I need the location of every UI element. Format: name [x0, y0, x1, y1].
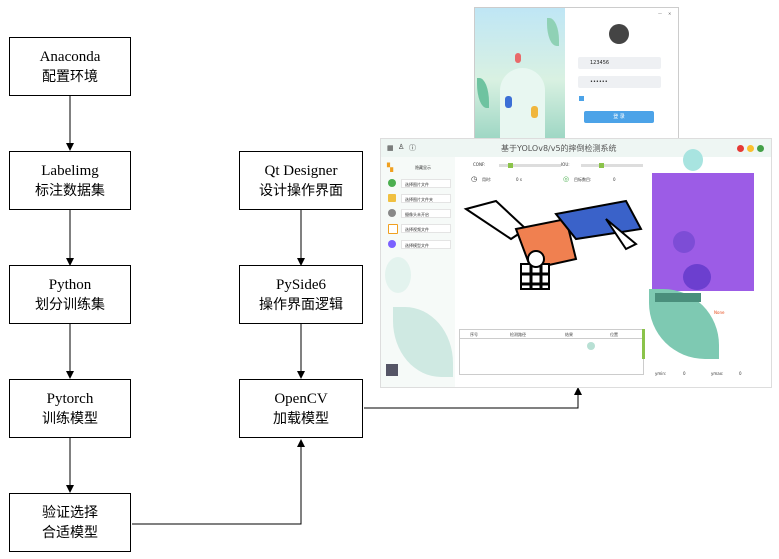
menu-item-image-folder[interactable]: 选择图片文件夹: [401, 194, 451, 203]
step-labelimg-desc: 标注数据集: [35, 182, 105, 199]
avatar: [609, 24, 629, 44]
login-close-icon[interactable]: ✕: [668, 11, 672, 16]
step-qtdesigner: Qt Designer 设计操作界面: [239, 151, 363, 210]
step-pyside6-title: PySide6: [275, 276, 326, 293]
menu-item-camera[interactable]: 摄像头未开启: [401, 209, 451, 218]
minimize-icon[interactable]: [747, 145, 754, 152]
chart-icon: [683, 264, 711, 290]
clock-icon: ◷: [471, 175, 478, 183]
app-title: 基于YOLOv8/v5的摔倒检测系统: [501, 144, 617, 153]
folder-icon: [388, 194, 396, 202]
menu-item-model[interactable]: 选择模型文件: [401, 240, 451, 249]
count-label: 目标数目:: [574, 177, 592, 182]
step-anaconda: Anaconda 配置环境: [9, 37, 131, 96]
table-header-index: 序号: [470, 332, 478, 337]
menu-item-video[interactable]: 选择视频文件: [401, 224, 451, 233]
step-validate-line1: 验证选择: [42, 504, 98, 521]
user-icon[interactable]: ♙: [398, 143, 405, 151]
maximize-icon[interactable]: [757, 145, 764, 152]
step-pytorch-desc: 训练模型: [42, 410, 98, 427]
step-opencv-title: OpenCV: [274, 390, 328, 407]
step-anaconda-title: Anaconda: [39, 48, 101, 65]
step-python-title: Python: [48, 276, 92, 293]
login-button[interactable]: 登 录: [584, 111, 654, 123]
ymin-value: 0: [683, 371, 686, 376]
step-pyside6-desc: 操作界面逻辑: [259, 296, 343, 313]
model-icon: [388, 240, 396, 248]
iou-slider[interactable]: [581, 163, 643, 168]
step-validate: 验证选择 合适模型: [9, 493, 131, 552]
password-field[interactable]: ••••••: [578, 76, 661, 88]
ymax-value: 0: [739, 371, 742, 376]
time-value: 0 s: [516, 177, 522, 182]
app-sidebar: ▚ 隐藏显示 选择图片文件 选择图片文件夹 摄像头未开启 选择视频文件 选择模型…: [381, 157, 455, 387]
step-pytorch: Pytorch 训练模型: [9, 379, 131, 438]
step-labelimg: Labelimg 标注数据集: [9, 151, 131, 210]
step-python-desc: 划分训练集: [35, 296, 105, 313]
step-pyside6: PySide6 操作界面逻辑: [239, 265, 363, 324]
leaf-decoration: [393, 307, 453, 377]
login-illustration: [475, 8, 565, 138]
step-validate-line2: 合适模型: [42, 524, 98, 541]
conf-label: CONF:: [473, 162, 486, 167]
camera-icon: [388, 209, 396, 217]
step-labelimg-title: Labelimg: [41, 162, 99, 179]
results-table[interactable]: 序号 检测路径 结果 位置: [459, 329, 644, 375]
ymin-label: ymin:: [655, 371, 667, 376]
step-pytorch-title: Pytorch: [46, 390, 94, 407]
image-file-icon: [388, 179, 396, 187]
conf-slider[interactable]: [499, 163, 561, 168]
user-avatar: [386, 364, 398, 376]
video-icon: [388, 224, 398, 234]
step-opencv-desc: 加载模型: [273, 410, 329, 427]
step-opencv: OpenCV 加载模型: [239, 379, 363, 438]
table-header-path: 检测路径: [510, 332, 526, 337]
document-icon[interactable]: [683, 149, 703, 171]
ymax-label: ymax:: [711, 371, 724, 376]
step-anaconda-desc: 配置环境: [42, 68, 98, 85]
none-text: None: [714, 310, 725, 315]
result-tag: [655, 293, 701, 302]
info-icon[interactable]: ⓘ: [409, 144, 416, 152]
login-minimize-icon[interactable]: —: [658, 11, 662, 16]
iou-label: IOU:: [561, 162, 570, 167]
heartbeat-icon: [673, 231, 695, 253]
dancer-illustration: [463, 199, 643, 290]
arrow-validate-opencv: [132, 439, 305, 525]
remember-checkbox[interactable]: [579, 96, 584, 101]
table-scrollbar[interactable]: [642, 329, 645, 359]
table-header-position: 位置: [610, 332, 618, 337]
table-header-result: 结果: [565, 332, 573, 337]
login-window: — ✕ 123456 •••••• 登 录: [474, 7, 679, 139]
grid-icon[interactable]: ▚: [387, 163, 394, 172]
count-value: 0: [613, 177, 616, 182]
app-window: ▦ ♙ ⓘ 基于YOLOv8/v5的摔倒检测系统 ▚ 隐藏显示 选择图片文件 选…: [380, 138, 772, 388]
app-titlebar: ▦ ♙ ⓘ 基于YOLOv8/v5的摔倒检测系统: [381, 139, 771, 157]
menu-item-image-file[interactable]: 选择图片文件: [401, 179, 451, 188]
close-icon[interactable]: [737, 145, 744, 152]
step-qtdesigner-title: Qt Designer: [264, 162, 338, 179]
arrow-opencv-app: [364, 387, 582, 409]
target-icon: ◎: [563, 175, 570, 183]
step-qtdesigner-desc: 设计操作界面: [259, 182, 343, 199]
step-python: Python 划分训练集: [9, 265, 131, 324]
sidebar-header[interactable]: 隐藏显示: [415, 165, 431, 170]
username-field[interactable]: 123456: [578, 57, 661, 69]
time-label: 用时:: [482, 177, 492, 182]
calendar-icon[interactable]: ▦: [387, 144, 394, 152]
